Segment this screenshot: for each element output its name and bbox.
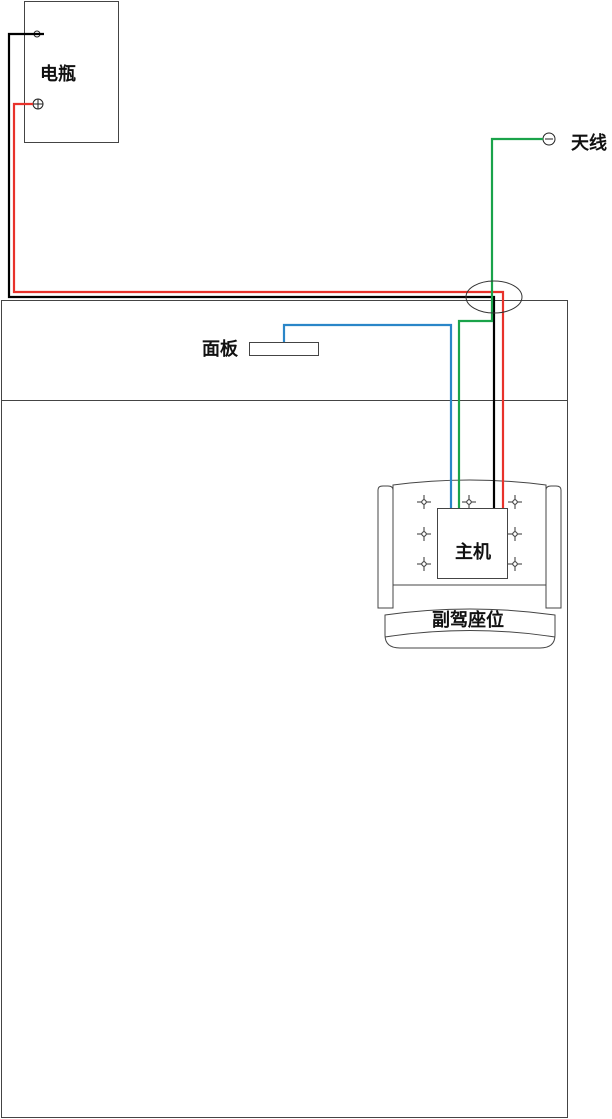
host-unit: 主机 [437, 508, 508, 579]
battery: 电瓶 [24, 1, 119, 143]
vehicle-body [1, 300, 568, 1118]
mount-point-icon [508, 495, 522, 509]
seat-left-arm [377, 485, 394, 609]
host-box [437, 508, 508, 579]
mount-point-icon [417, 527, 431, 541]
battery-box [24, 1, 119, 143]
mount-point-icon [508, 557, 522, 571]
wire-antenna [457, 137, 543, 508]
seat-right-arm [545, 485, 562, 609]
seat-front-edge [384, 608, 556, 649]
battery-label: 电瓶 [40, 63, 76, 85]
seat-front-groove [384, 630, 556, 638]
panel-box [249, 342, 319, 356]
vehicle-outline [1, 300, 568, 1118]
panel-label: 面板 [202, 338, 239, 360]
mount-point-icon [417, 557, 431, 571]
wire-panel [282, 323, 453, 508]
panel: 面板 [202, 338, 319, 360]
antenna: 天线 [542, 132, 607, 154]
plus-terminal-icon [32, 98, 44, 110]
antenna-terminal-icon [542, 132, 556, 146]
mount-point-icon [462, 495, 476, 509]
seat-mount-points [417, 495, 522, 571]
mount-point-icon [508, 527, 522, 541]
host-label: 主机 [455, 541, 491, 563]
wires [7, 32, 543, 508]
seat-label: 副驾座位 [432, 609, 504, 631]
wire-battery-negative [7, 32, 496, 508]
cable-passthrough-ellipse [465, 280, 523, 314]
antenna-label: 天线 [571, 132, 607, 154]
mount-point-icon [417, 495, 431, 509]
wire-battery-positive [12, 102, 505, 508]
